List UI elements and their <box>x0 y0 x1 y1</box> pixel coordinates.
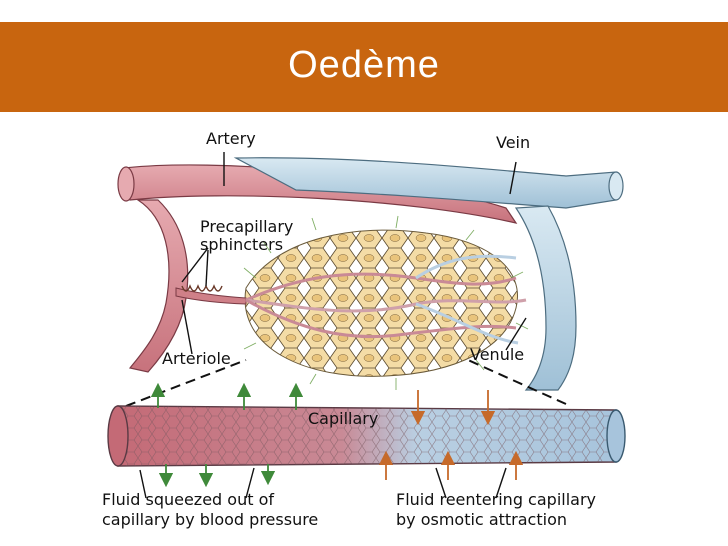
outflow-arrows <box>150 382 304 488</box>
title-bar <box>0 22 728 112</box>
label-vein: Vein <box>496 133 531 152</box>
caption-left-line2: capillary by blood pressure <box>102 510 319 529</box>
diagram-illustration <box>107 152 626 499</box>
vein <box>233 157 624 391</box>
caption-right-line2: by osmotic attraction <box>396 510 567 529</box>
label-capillary: Capillary <box>308 409 379 428</box>
capillary-diagram: Artery Vein Precapillary sphincters Arte… <box>96 128 642 536</box>
capillary-network <box>245 254 527 345</box>
artery <box>117 164 518 373</box>
slide-title: Oedème <box>288 44 440 86</box>
label-sphincters: sphincters <box>200 235 284 254</box>
inflow-arrows <box>378 390 524 480</box>
label-precapillary: Precapillary <box>200 217 294 236</box>
label-arteriole: Arteriole <box>162 349 231 368</box>
caption-left-line1: Fluid squeezed out of <box>102 490 274 509</box>
tissue-cells <box>243 215 529 390</box>
leader-lines <box>139 152 527 499</box>
label-artery: Artery <box>206 129 256 148</box>
label-venule: Venule <box>470 345 525 364</box>
caption-right-line1: Fluid reentering capillary <box>396 490 596 509</box>
zoom-lines <box>125 359 567 407</box>
